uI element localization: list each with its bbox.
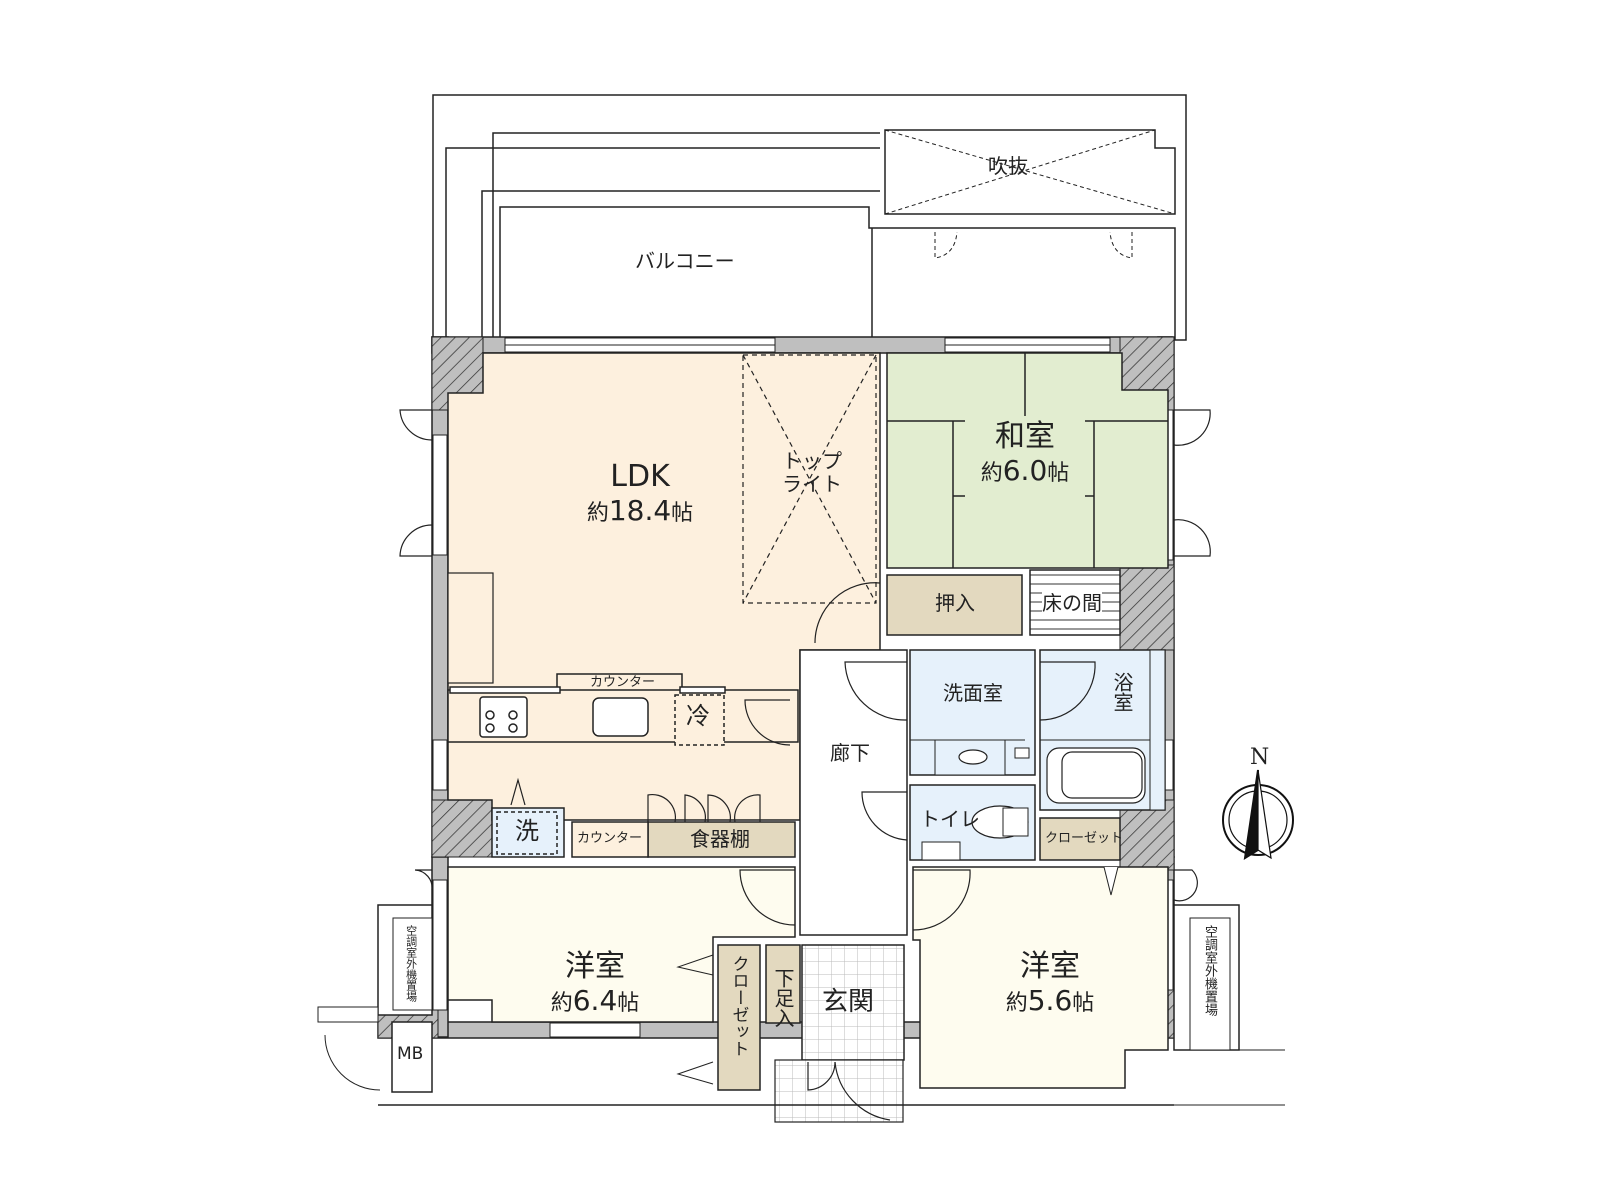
compass-icon — [1222, 769, 1294, 860]
closet-small — [1039, 817, 1121, 861]
void-label: 吹抜 — [988, 154, 1028, 178]
washitsu-label: 和室 約6.0帖 — [960, 419, 1090, 487]
shoe-box-label: 下足入 — [771, 968, 795, 1028]
north-label: N — [1250, 745, 1270, 770]
window-swings — [399, 409, 1211, 902]
washitsu-floor — [886, 352, 1169, 569]
mb-box — [391, 1021, 433, 1093]
oshiire-label: 押入 — [935, 591, 975, 615]
dish-cabinet-label: 食器棚 — [690, 827, 750, 851]
western2-floor — [912, 866, 1169, 1089]
washer-label: 洗 — [515, 817, 539, 845]
western2-size: 約5.6帖 — [1005, 983, 1095, 1017]
entrance-floor — [801, 944, 905, 1061]
ldk-size: 約18.4帖 — [586, 493, 694, 527]
washitsu-size: 約6.0帖 — [980, 453, 1070, 487]
oshiire — [886, 574, 1023, 636]
balcony-label: バルコニー — [635, 249, 735, 273]
mb-label: MB — [397, 1044, 424, 1064]
western2-label: 洋室 約5.6帖 — [985, 949, 1115, 1017]
kitchen — [447, 673, 799, 858]
closet-small-label: クローゼット — [1045, 831, 1124, 846]
shoe-box — [765, 944, 801, 1024]
toilet-label: トイレ — [920, 807, 980, 831]
ldk-label: LDK 約18.4帖 — [570, 459, 710, 527]
top-light — [742, 354, 877, 604]
bath-label: 浴室 — [1110, 672, 1134, 712]
counter-bottom-label: カウンター — [577, 831, 643, 846]
toplight-label: トップライト — [782, 449, 842, 496]
void-area — [884, 129, 1176, 215]
western2-name: 洋室 — [1020, 949, 1080, 984]
corridor-label: 廊下 — [830, 741, 870, 765]
closet-vertical — [717, 944, 761, 1091]
ldk-name: LDK — [610, 459, 670, 494]
western1-floor — [447, 866, 796, 1023]
ac-left-label: 空調室外機置場 — [404, 925, 418, 1002]
closet-vertical-label: クローゼット — [728, 955, 749, 1057]
washitsu-name: 和室 — [995, 419, 1055, 454]
western1-name: 洋室 — [565, 949, 625, 984]
western1-label: 洋室 約6.4帖 — [530, 949, 660, 1017]
fridge-label: 冷 — [686, 702, 710, 730]
counter-top-label: カウンター — [590, 675, 656, 690]
ac-right-label: 空調室外機置場 — [1201, 925, 1217, 1016]
entrance-label: 玄関 — [822, 987, 875, 1017]
tokonoma-label: 床の間 — [1042, 591, 1102, 615]
western1-size: 約6.4帖 — [550, 983, 640, 1017]
washroom-label: 洗面室 — [943, 681, 1003, 705]
